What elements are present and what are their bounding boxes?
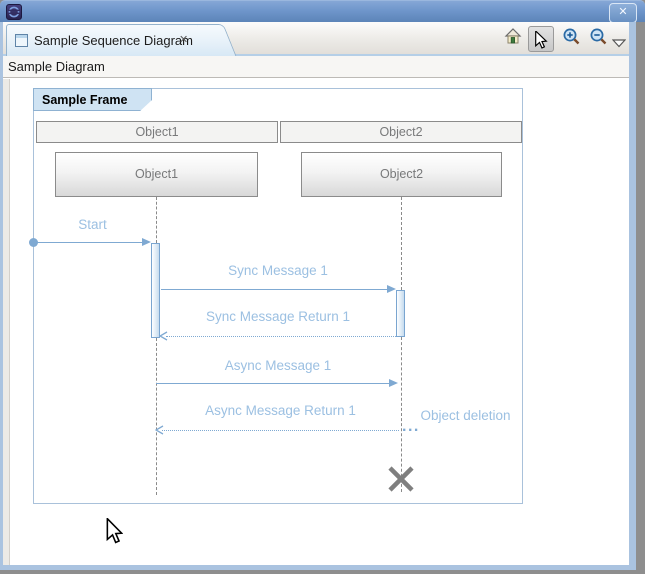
lifeline-head-object1[interactable]: Object1 [55,152,258,197]
arrowhead-icon [389,379,398,387]
lifeline-header-object2[interactable]: Object2 [280,121,522,143]
zoom-in-icon [563,28,579,45]
tab-close-icon[interactable]: ✕ [179,34,189,46]
zoom-out-button[interactable] [586,27,610,51]
tab-sample-sequence-diagram[interactable]: Sample Sequence Diagram ✕ [6,24,218,56]
lifeline-header-object1[interactable]: Object1 [36,121,278,143]
window-content: Sample Sequence Diagram ✕ [3,22,629,565]
found-message-origin[interactable] [29,238,38,247]
uml-frame[interactable] [33,88,523,504]
home-button[interactable] [501,27,525,51]
home-icon [504,28,522,44]
open-arrowhead-icon [159,331,168,341]
message-async1-label[interactable]: Async Message 1 [224,358,332,373]
zoom-out-icon [590,28,606,45]
lifeline-head-object2[interactable]: Object2 [301,152,502,197]
mouse-pointer-icon [106,518,123,544]
chevron-down-icon [611,39,627,48]
message-start-label[interactable]: Start [78,217,107,232]
lifeline-object1[interactable] [156,197,157,243]
message-async1-line[interactable] [156,383,390,384]
open-arrowhead-icon [155,425,164,435]
select-tool-button[interactable] [528,26,554,52]
eclipse-app-icon[interactable] [6,4,22,20]
message-async1-return-label[interactable]: Async Message Return 1 [205,403,356,418]
arrowhead-icon [387,285,396,293]
editor-tabbar: Sample Sequence Diagram ✕ [3,22,629,56]
lifeline-object1[interactable] [156,338,157,495]
deletion-dots: ... [402,418,420,435]
window-titlebar[interactable]: ✕ [0,0,645,23]
message-sync1-label[interactable]: Sync Message 1 [228,263,328,278]
breadcrumb-title: Sample Diagram [8,59,105,74]
cursor-arrow-icon [535,31,548,49]
lifeline-object2[interactable] [401,337,402,492]
window-close-button[interactable]: ✕ [609,3,637,23]
message-async1-return-line[interactable] [162,430,399,431]
message-sync1-return-line[interactable] [166,336,396,337]
activation-bar-object1[interactable] [151,243,160,338]
uml-frame-label[interactable]: Sample Frame [33,88,152,111]
diagram-breadcrumb: Sample Diagram [3,56,629,78]
object-deletion-label[interactable]: Object deletion [420,408,511,423]
message-sync1-return-label[interactable]: Sync Message Return 1 [205,309,351,324]
editor-left-margin [3,79,10,565]
tab-title: Sample Sequence Diagram [34,33,193,48]
message-start-line[interactable] [34,242,143,243]
destruction-x-icon[interactable] [386,464,416,494]
lifeline-object2[interactable] [401,197,402,290]
activation-bar-object2[interactable] [396,290,405,337]
message-sync1-line[interactable] [161,289,388,290]
arrowhead-icon [142,238,151,246]
editor-file-icon [15,34,28,47]
zoom-in-button[interactable] [559,27,583,51]
